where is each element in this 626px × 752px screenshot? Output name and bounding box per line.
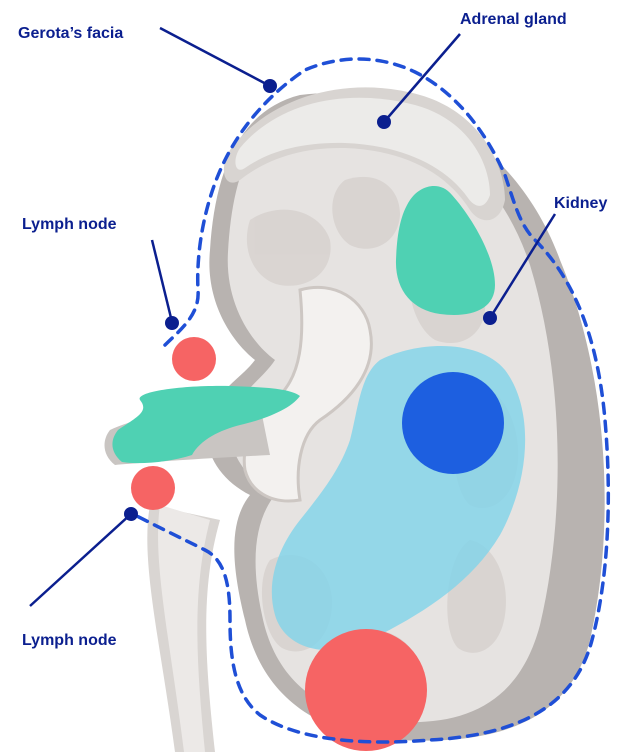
leader-lymph-node-lower <box>30 514 131 606</box>
lymph-node-upper-red <box>172 337 216 381</box>
label-kidney: Kidney <box>554 195 607 212</box>
kidney-dot-marker <box>483 311 497 325</box>
adrenal-gland-dot-marker <box>377 115 391 129</box>
lower-pole-mass-red <box>305 629 427 751</box>
leader-gerotas-facia <box>160 28 270 86</box>
lymph-node-lower-dot-marker <box>124 507 138 521</box>
lymph-node-upper-dot-marker <box>165 316 179 330</box>
leader-lymph-node-upper <box>152 240 172 322</box>
ureter <box>147 505 220 752</box>
gerotas-facia-dot-marker <box>263 79 277 93</box>
lymph-node-lower-red <box>131 466 175 510</box>
label-adrenal-gland: Adrenal gland <box>460 11 567 28</box>
label-lymph-node-upper: Lymph node <box>22 216 117 233</box>
renal-mass-blue <box>402 372 504 474</box>
label-gerotas-facia: Gerota’s facia <box>18 25 123 42</box>
label-lymph-node-lower: Lymph node <box>22 632 117 649</box>
